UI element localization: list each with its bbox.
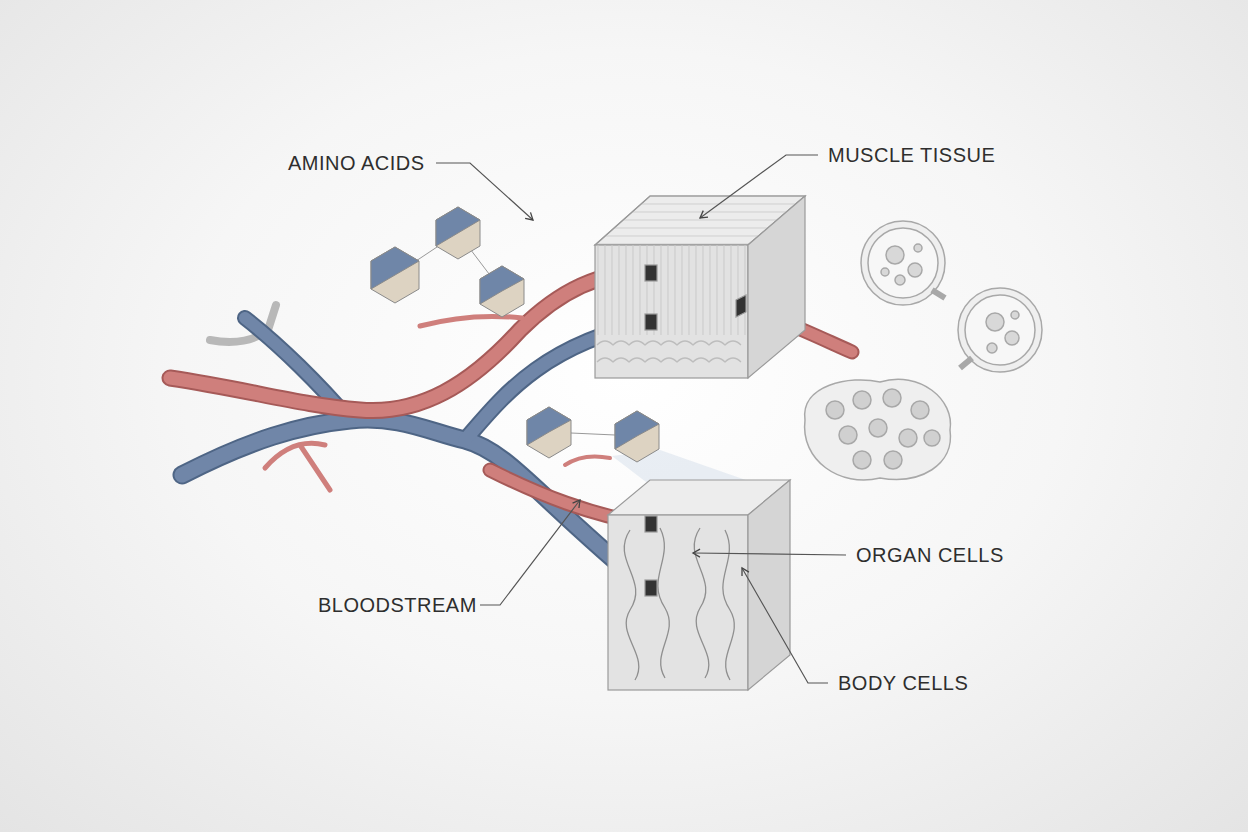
nucleus bbox=[899, 429, 917, 447]
vein bbox=[182, 419, 650, 590]
cell bbox=[861, 221, 945, 305]
nucleus bbox=[911, 401, 929, 419]
capillary bbox=[565, 456, 610, 465]
organ-tissue bbox=[624, 528, 734, 680]
organelle bbox=[1011, 311, 1019, 319]
cell-stem bbox=[960, 358, 972, 368]
nucleus bbox=[853, 391, 871, 409]
nucleus bbox=[853, 451, 871, 469]
vessel-port bbox=[645, 580, 657, 596]
leader-line bbox=[742, 568, 828, 683]
nucleus bbox=[924, 430, 940, 446]
organ-cube bbox=[608, 480, 790, 690]
vessel-port bbox=[645, 516, 657, 532]
organelle bbox=[886, 246, 904, 264]
amino-acid bbox=[527, 407, 571, 458]
organelle bbox=[987, 343, 997, 353]
callout-label: BLOODSTREAM bbox=[318, 593, 477, 617]
muscle-cube bbox=[595, 196, 805, 378]
nucleus bbox=[884, 451, 902, 469]
vessel-port bbox=[736, 295, 746, 317]
organelle bbox=[986, 313, 1004, 331]
amino-acid-face bbox=[371, 247, 419, 289]
amino-acid bbox=[371, 247, 419, 303]
cell-interior bbox=[965, 295, 1035, 365]
leader-group bbox=[436, 155, 846, 683]
organelle bbox=[1005, 331, 1019, 345]
amino-acid bbox=[480, 266, 524, 317]
organelle bbox=[914, 244, 922, 252]
leader-line bbox=[480, 500, 580, 605]
vein-outline bbox=[182, 419, 650, 590]
capillary bbox=[420, 316, 522, 326]
nucleus bbox=[839, 426, 857, 444]
vessel-port bbox=[645, 314, 657, 330]
amino-acid bbox=[615, 411, 659, 462]
cube-front bbox=[608, 515, 748, 690]
leader-line bbox=[700, 155, 818, 218]
cube-side bbox=[748, 196, 805, 378]
vein-group bbox=[182, 318, 650, 590]
cell-group bbox=[805, 221, 1042, 480]
nucleus bbox=[869, 419, 887, 437]
tissue-cluster bbox=[805, 379, 951, 480]
cell bbox=[958, 288, 1042, 372]
callout-label: ORGAN CELLS bbox=[856, 543, 1004, 567]
nucleus bbox=[826, 401, 844, 419]
callout-label: BODY CELLS bbox=[838, 671, 968, 695]
cube-side bbox=[748, 480, 790, 690]
peptide-bond bbox=[395, 233, 637, 436]
organelle bbox=[895, 275, 905, 285]
amino-acid-face bbox=[436, 207, 480, 246]
muscle-fibres bbox=[595, 245, 748, 335]
amino-acid bbox=[436, 207, 480, 259]
amino-acid-face bbox=[527, 407, 571, 445]
leader-line bbox=[436, 163, 533, 220]
organelle bbox=[908, 263, 922, 277]
capillary bbox=[265, 443, 330, 490]
amino-acid-face bbox=[615, 411, 659, 449]
leader-line bbox=[693, 553, 846, 555]
amino-acid-group bbox=[371, 207, 659, 462]
organelle bbox=[881, 268, 889, 276]
vessel-port bbox=[645, 265, 657, 281]
cell-stem bbox=[932, 290, 945, 298]
callout-label: AMINO ACIDS bbox=[288, 151, 425, 175]
amino-acid-face bbox=[480, 266, 524, 304]
cell-texture bbox=[597, 341, 741, 362]
cube-front bbox=[595, 245, 748, 378]
callout-label: MUSCLE TISSUE bbox=[828, 143, 995, 167]
cell-interior bbox=[868, 228, 938, 298]
nucleus bbox=[883, 389, 901, 407]
